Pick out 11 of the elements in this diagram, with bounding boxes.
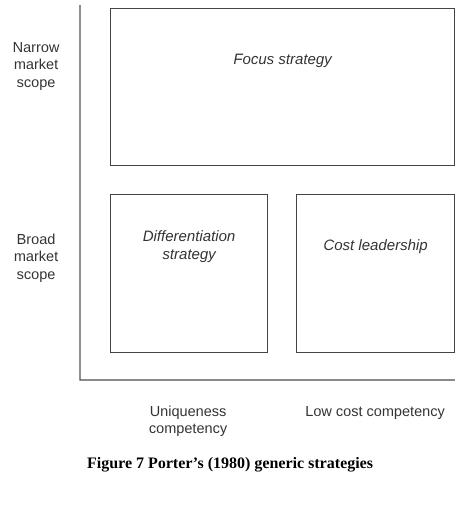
strategy-box [296, 194, 455, 353]
strategy-box [110, 194, 268, 353]
strategy-box [110, 8, 455, 166]
figure-caption: Figure 7 Porter’s (1980) generic strategies [86, 455, 374, 473]
axis-label: Broad market scope [12, 232, 60, 284]
strategy-label: Differentiation strategy [142, 228, 236, 264]
strategy-label: Focus strategy [233, 50, 332, 68]
axis-label: Low cost competency [305, 404, 445, 422]
axis-label: Uniqueness competency [148, 404, 228, 439]
axis-label: Narrow market scope [12, 40, 60, 92]
strategy-label: Cost leadership [322, 237, 429, 255]
